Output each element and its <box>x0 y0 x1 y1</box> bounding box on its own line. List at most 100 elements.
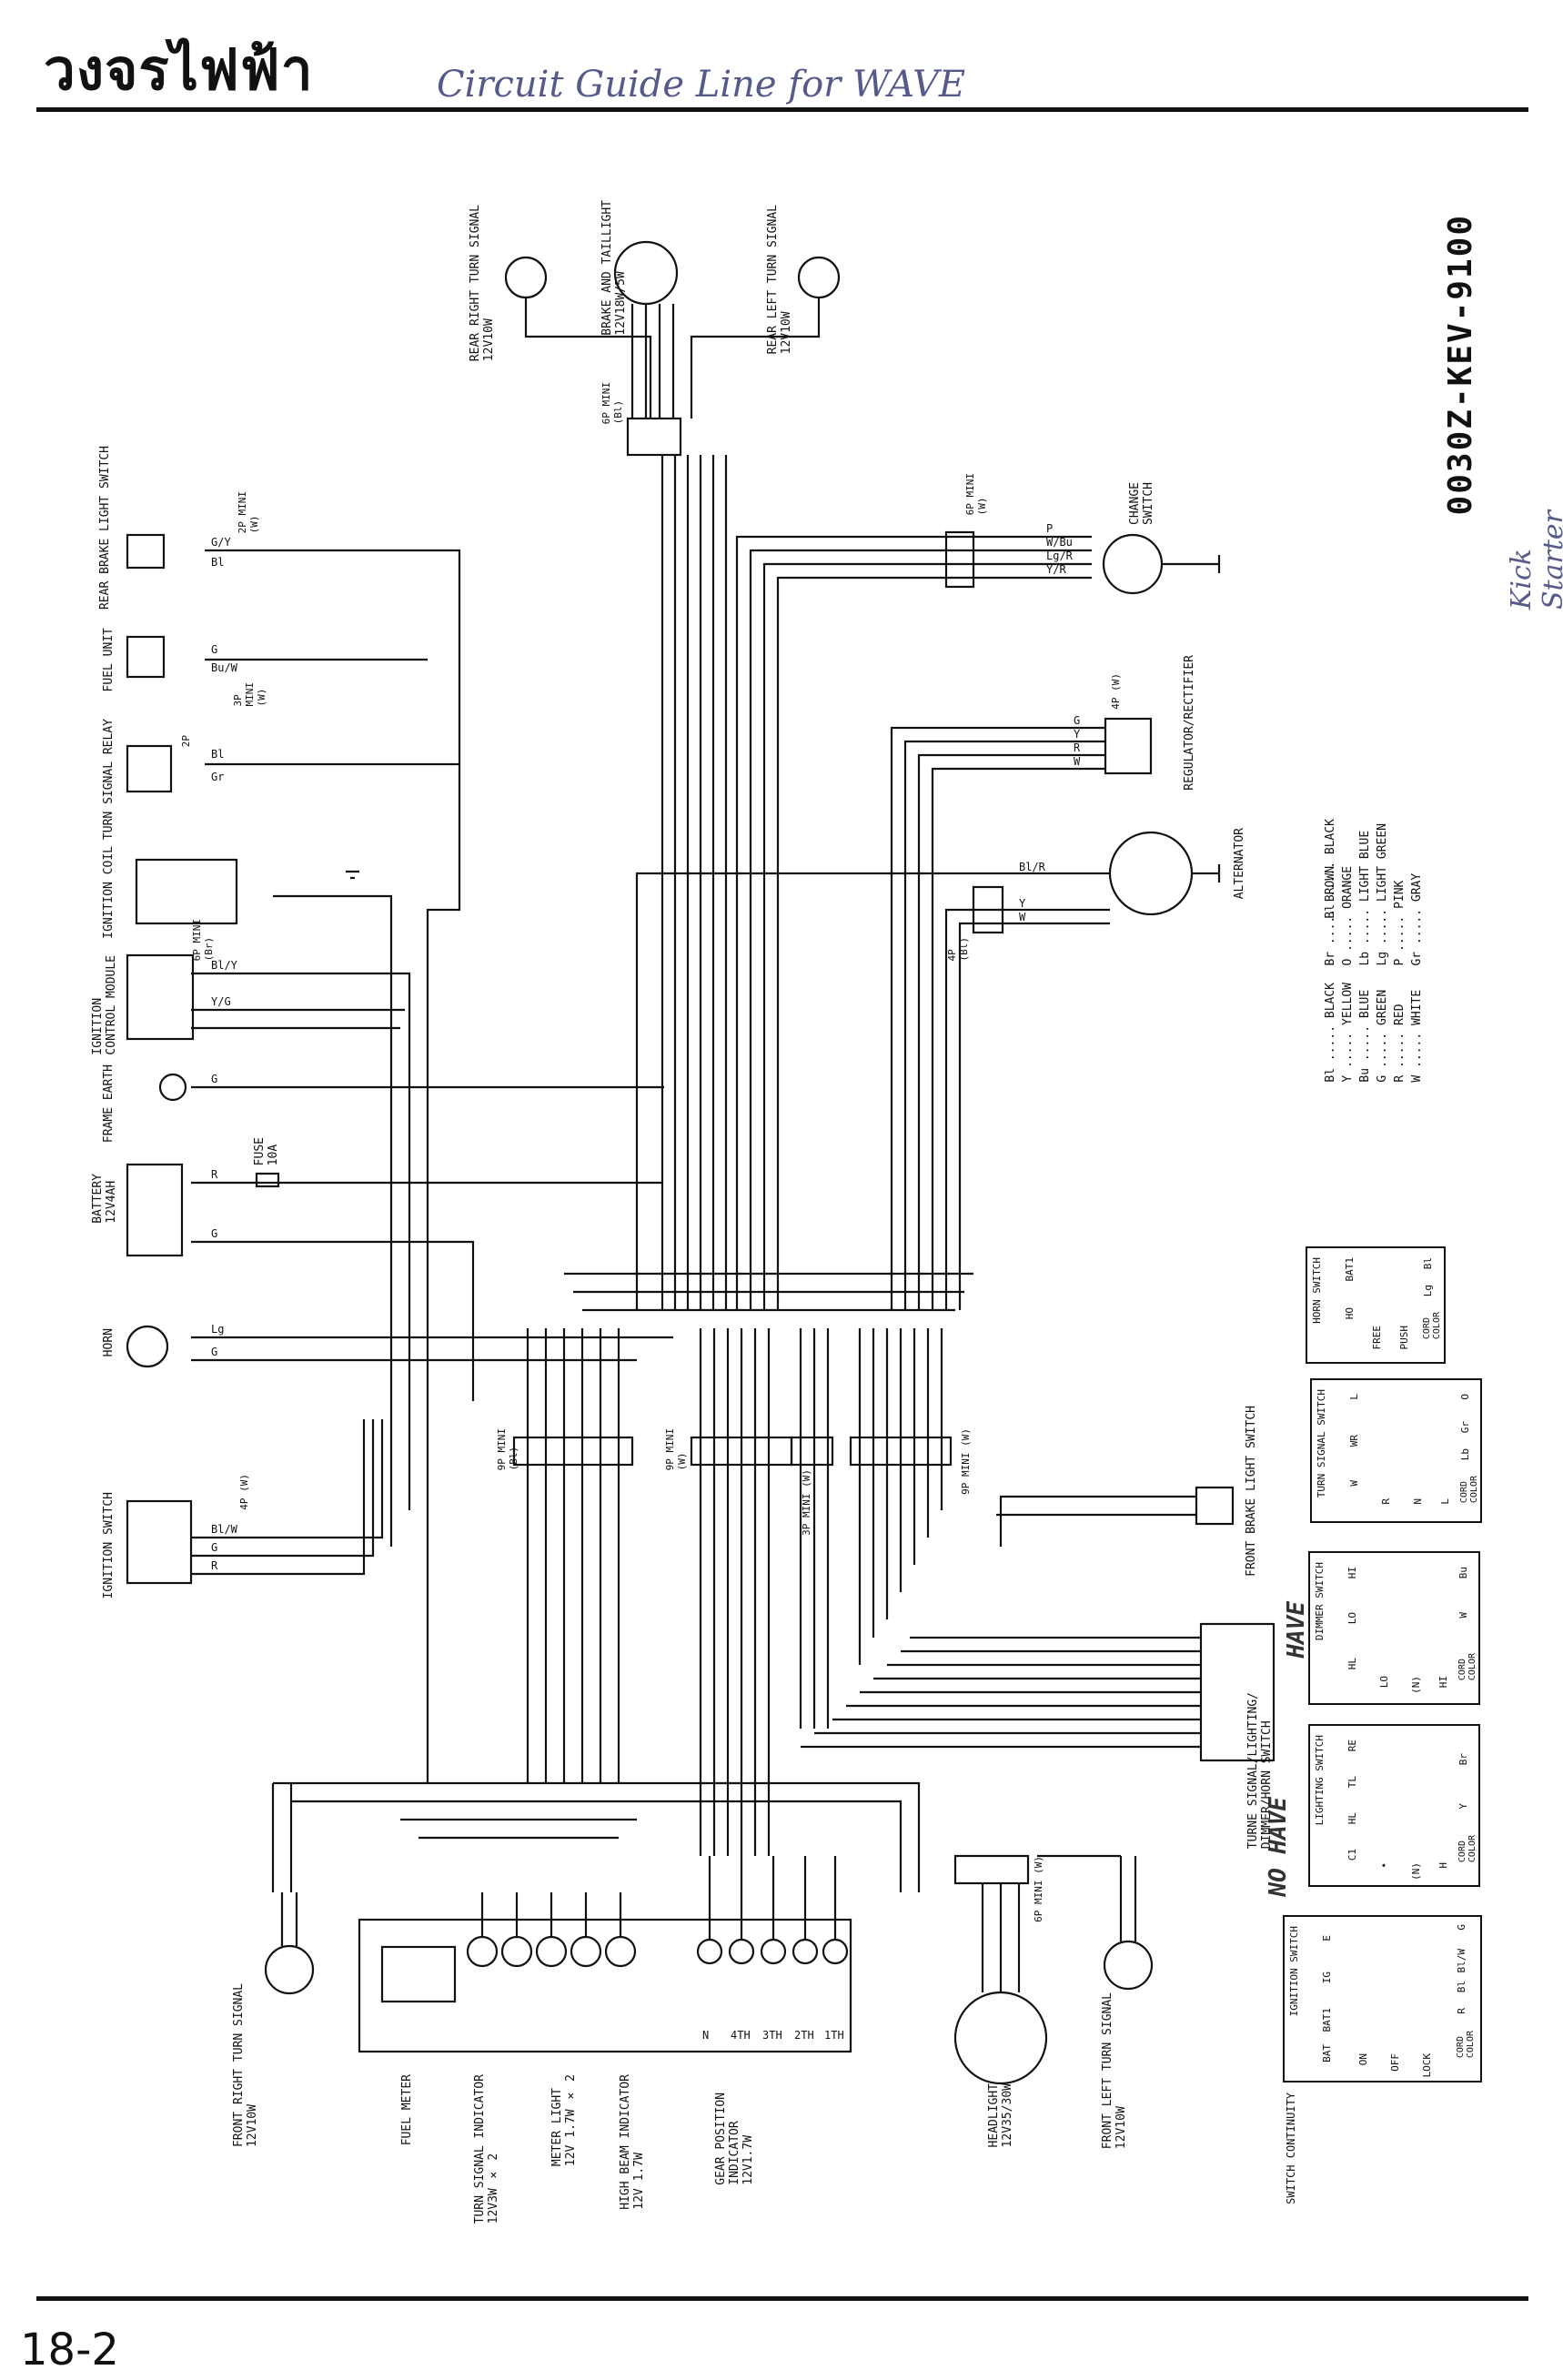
turn-col-w: W <box>1348 1480 1360 1487</box>
legend-item: Br ..... BROWN <box>1324 865 1337 966</box>
front-brake-switch-body <box>1195 1486 1235 1526</box>
svg-text:Lg/R: Lg/R <box>1046 550 1074 562</box>
connector-6p-change-label: 6P MINI (W) <box>964 473 988 516</box>
ignition-cord-label: CORD COLOR <box>1456 2031 1476 2059</box>
rear-right-turn-bulb <box>504 256 548 299</box>
lighting-col-tl: TL <box>1346 1776 1358 1789</box>
dimmer-cord-label: CORD COLOR <box>1457 1653 1477 1681</box>
turn-switch-table: TURN SIGNAL SWITCH W WR L R N L CORD COL… <box>1310 1378 1482 1523</box>
dimmer-row-hi: HI <box>1437 1676 1449 1689</box>
frame-earth-label: FRAME EARTH <box>102 1064 116 1144</box>
legend-item: R ..... RED <box>1393 1003 1407 1083</box>
dimmer-row-n: (N) <box>1410 1676 1422 1694</box>
connector-4p-ign-label: 4P (W) <box>238 1474 250 1510</box>
horn-label: HORN <box>102 1328 116 1357</box>
svg-text:Y: Y <box>1074 728 1081 741</box>
turn-table-title: TURN SIGNAL SWITCH <box>1316 1389 1327 1498</box>
svg-text:Y/R: Y/R <box>1046 563 1066 576</box>
svg-text:Bu/W: Bu/W <box>211 661 238 674</box>
ignition-switch-body <box>126 1499 193 1585</box>
turn-cord-lb: Lb <box>1459 1448 1471 1461</box>
horn-col-bat1: BAT1 <box>1344 1257 1356 1282</box>
horn-cord-lg: Lg <box>1422 1285 1434 1297</box>
connector-2p-brake-label: 2P MINI (W) <box>237 491 260 534</box>
gear-label-2: 2TH <box>794 2029 814 2042</box>
connector-6p-icm-label: 6P MINI (Br) <box>191 919 215 962</box>
fuse-body <box>255 1172 280 1188</box>
front-right-turn-label: FRONT RIGHT TURN SIGNAL 12V10W <box>232 1983 259 2148</box>
svg-text:P: P <box>1046 522 1053 535</box>
lighting-col-hl: HL <box>1346 1812 1358 1825</box>
ignition-switch-table: IGNITION SWITCH BAT BAT1 IG E ON OFF LOC… <box>1283 1915 1482 2082</box>
connector-9p-b-label: 9P MINI (W) <box>664 1428 688 1471</box>
rear-left-turn-label: REAR LEFT TURN SIGNAL 12V10W <box>766 205 793 355</box>
ignition-col-ig: IG <box>1321 1972 1333 1984</box>
icm-body <box>126 953 195 1041</box>
rear-brake-switch-body <box>126 533 166 570</box>
lighting-cord-label: CORD COLOR <box>1457 1835 1477 1863</box>
alternator-body <box>1108 831 1194 916</box>
legend-item: P ..... PINK <box>1393 880 1407 966</box>
change-switch-label: CHANGE SWITCH <box>1128 482 1155 525</box>
svg-text:G: G <box>211 1227 217 1240</box>
horn-table-title: HORN SWITCH <box>1311 1257 1323 1324</box>
switch-continuity-label: SWITCH CONTINUITY <box>1285 2093 1297 2204</box>
meter-light-2-bulb <box>535 1935 568 1968</box>
alternator-label: ALTERNATOR <box>1233 828 1246 900</box>
lighting-row-n: (N) <box>1410 1862 1422 1881</box>
lighting-cord-y: Y <box>1457 1803 1469 1810</box>
regulator-body <box>1104 717 1153 775</box>
dimmer-col-hl: HL <box>1346 1658 1358 1670</box>
connector-6p-head-label: 6P MINI (W) <box>1033 1856 1044 1922</box>
rear-brake-switch-label: REAR BRAKE LIGHT SWITCH <box>98 446 112 610</box>
gear-3-bulb <box>760 1938 787 1965</box>
horn-body <box>126 1325 169 1368</box>
fuse-label: FUSE 10A <box>253 1137 280 1166</box>
turn-relay-body <box>126 744 173 793</box>
turn-col-wr: WR <box>1348 1435 1360 1447</box>
svg-text:Bl/R: Bl/R <box>1019 861 1046 873</box>
battery-label: BATTERY 12V4AH <box>91 1174 118 1224</box>
legend-item: W ..... WHITE <box>1410 989 1424 1083</box>
connector-6p-top-label: 6P MINI (Bl) <box>600 382 624 425</box>
regulator-label: REGULATOR/RECTIFIER <box>1183 655 1196 791</box>
svg-text:Bl: Bl <box>211 748 224 761</box>
lighting-row-h: H <box>1437 1862 1449 1869</box>
dimmer-row-lo: LO <box>1378 1676 1390 1689</box>
horn-row-push: PUSH <box>1398 1326 1410 1350</box>
horn-cord-label: CORD COLOR <box>1422 1312 1442 1340</box>
battery-body <box>126 1163 184 1257</box>
lighting-switch-table: LIGHTING SWITCH C1 HL TL RE • (N) H CORD… <box>1308 1724 1480 1887</box>
icm-label: IGNITION CONTROL MODULE <box>91 955 118 1055</box>
connector-9p-c-label: 9P MINI (W) <box>960 1428 972 1495</box>
connector-4p-reg-label: 4P (W) <box>1110 673 1122 710</box>
front-left-turn-label: FRONT LEFT TURN SIGNAL 12V10W <box>1101 1992 1128 2150</box>
meter-panel <box>358 1918 852 2053</box>
svg-text:W: W <box>1074 755 1081 768</box>
high-beam-indicator-bulb <box>604 1935 637 1968</box>
gear-label-4: 4TH <box>731 2029 751 2042</box>
gear-1-bulb <box>822 1938 849 1965</box>
brake-tail-label: BRAKE AND TAILLIGHT 12V18W/5W <box>600 200 628 336</box>
front-brake-switch-label: FRONT BRAKE LIGHT SWITCH <box>1245 1406 1258 1577</box>
6p-mini-top-connector <box>626 417 682 457</box>
fuel-meter-label: FUEL METER <box>400 2074 414 2146</box>
ignition-table-title: IGNITION SWITCH <box>1288 1926 1300 2017</box>
have-mark: HAVE <box>1283 1601 1310 1659</box>
header-rule <box>36 107 1528 112</box>
fuel-unit-label: FUEL UNIT <box>102 628 116 692</box>
lighting-table-title: LIGHTING SWITCH <box>1314 1735 1326 1826</box>
svg-text:G: G <box>1074 714 1080 727</box>
dimmer-cord-w: W <box>1457 1612 1469 1619</box>
dimmer-cord-bu: Bu <box>1457 1567 1469 1579</box>
legend-item: Lb ..... LIGHT BLUE <box>1358 830 1372 966</box>
ignition-cord-r: R <box>1456 2008 1467 2014</box>
headlight-bulb <box>953 1991 1048 2085</box>
meter-light-label: METER LIGHT 12V 1.7W × 2 <box>550 2074 578 2167</box>
high-beam-indicator-label: HIGH BEAM INDICATOR 12V 1.7W <box>619 2074 646 2210</box>
svg-text:W/Bu: W/Bu <box>1046 536 1073 549</box>
svg-text:Gr: Gr <box>211 771 224 783</box>
front-left-turn-bulb <box>1103 1940 1154 1991</box>
turn-row-r: R <box>1380 1498 1392 1505</box>
connector-4p-alt-label: 4P (Bl) <box>946 937 970 962</box>
